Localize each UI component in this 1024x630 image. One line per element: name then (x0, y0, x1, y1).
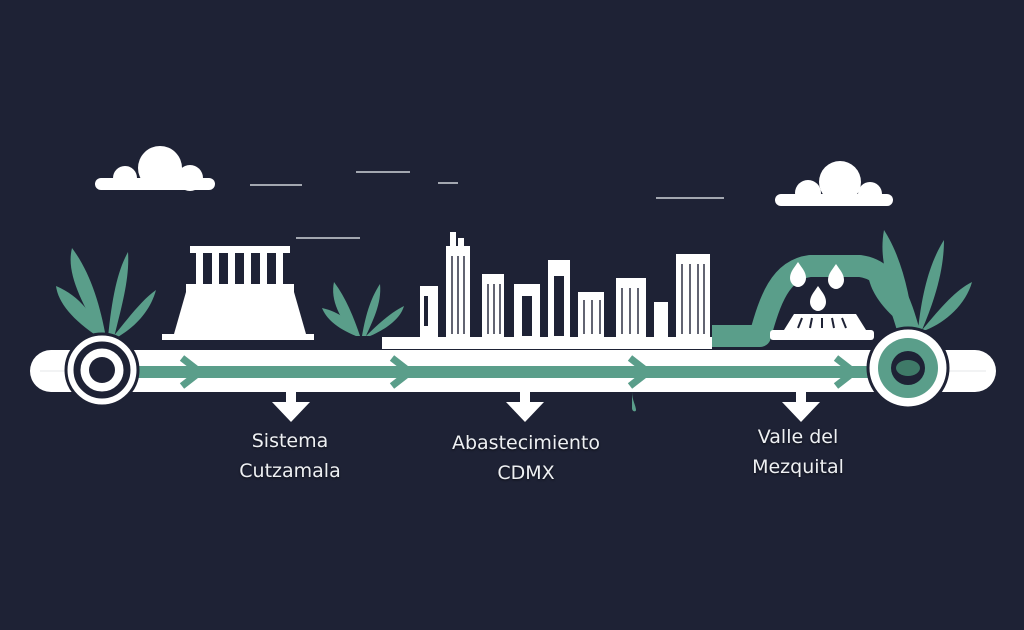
down-arrow-icon (782, 392, 820, 422)
plant-left-icon (56, 248, 156, 338)
down-arrow-icons (272, 392, 820, 422)
wastewater-pipe (712, 255, 921, 347)
flow-arrow-icon (833, 355, 860, 389)
cloud-left-icon (95, 146, 215, 191)
stage-label-mezquital: Valle del Mezquital (688, 422, 908, 482)
dam-icon (162, 246, 314, 340)
stage-label-line1: Abastecimiento (451, 432, 601, 454)
flow-arrow-icon (179, 355, 206, 389)
cloud-right-icon (775, 161, 893, 206)
wind-lines (250, 171, 724, 239)
stage-label-line1: Valle del (757, 426, 839, 448)
stage-label-line2: Mezquital (752, 456, 844, 478)
stage-label-cutzamala: Sistema Cutzamala (180, 426, 400, 486)
plant-middle-icon (322, 282, 404, 336)
down-arrow-icon (272, 392, 310, 422)
flow-arrow-icons (179, 355, 860, 389)
pipe-outlet-ring-icon (866, 326, 950, 410)
sprinkler-drain-icon (770, 262, 874, 340)
main-pipeline (30, 350, 996, 412)
flow-arrow-icon (627, 355, 654, 389)
down-arrow-icon (506, 392, 544, 422)
stage-label-line1: Sistema (251, 430, 329, 452)
city-skyline-icon (382, 232, 712, 349)
flow-arrow-icon (389, 355, 416, 389)
stage-label-line2: CDMX (497, 462, 555, 484)
pipe-inlet-ring-icon (64, 332, 140, 408)
stage-label-cdmx: Abastecimiento CDMX (416, 428, 636, 488)
stage-label-line2: Cutzamala (239, 460, 341, 482)
